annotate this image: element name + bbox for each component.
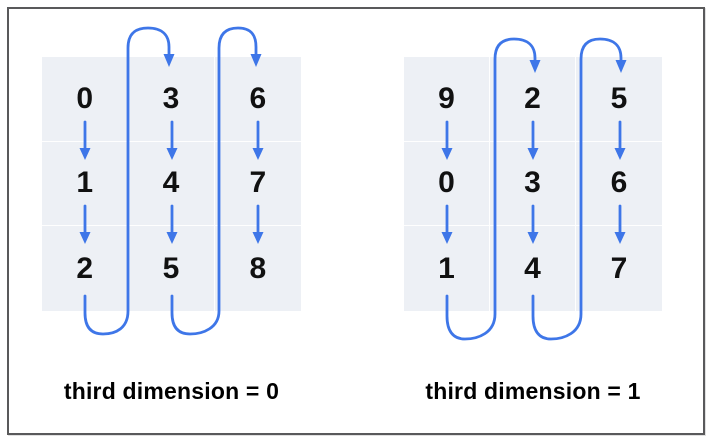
grid-cell: 7 (214, 142, 301, 227)
grid-cell: 0 (404, 141, 490, 227)
grid-cell: 6 (576, 142, 662, 227)
grid-cell: 5 (576, 57, 662, 142)
grid-cell: 5 (128, 226, 215, 311)
grid-cell: 7 (610, 251, 628, 285)
grid-dim0: 0 3 6 1 4 7 2 5 8 (42, 57, 301, 311)
grid-cell: 9 (404, 57, 490, 142)
caption-dim0: third dimension = 0 (63, 377, 280, 404)
grid-cell: 4 (490, 226, 576, 311)
grid-cell: 4 (128, 141, 215, 227)
grid-cell: 1 (42, 141, 129, 227)
grid-cell: 2 (42, 226, 129, 311)
grid-cell: 1 (404, 226, 490, 311)
grid-dim1: 9 2 5 0 3 6 1 4 7 (404, 57, 662, 311)
grid-cell: 3 (128, 57, 215, 142)
grid-cell: 8 (249, 251, 267, 285)
grid-cell: 0 (42, 57, 129, 142)
grid-cell: 6 (214, 57, 301, 142)
grid-cell: 2 (490, 57, 576, 142)
caption-dim1: third dimension = 1 (425, 377, 641, 404)
grid-cell: 3 (490, 141, 576, 227)
